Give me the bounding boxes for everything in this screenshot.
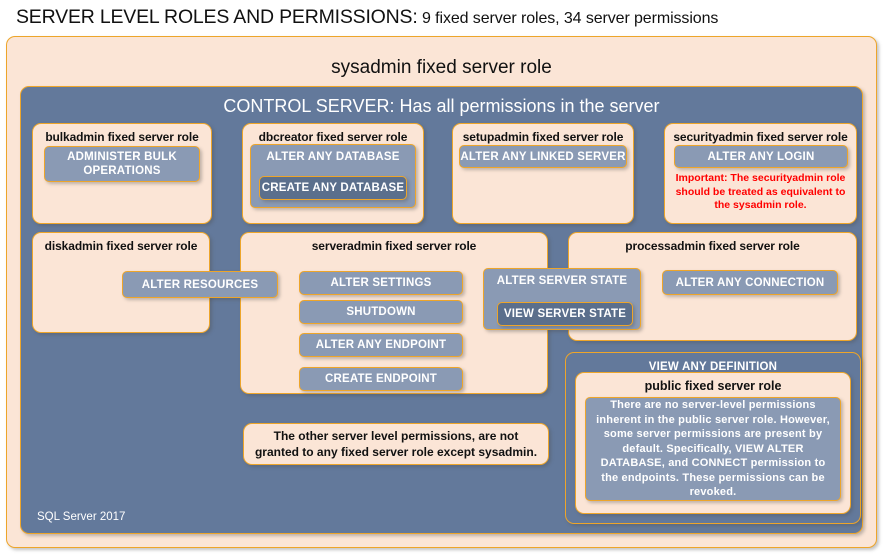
permission-alter-resources[interactable]: ALTER RESOURCES	[122, 271, 278, 298]
permission-administer-bulk-operations[interactable]: ADMINISTER BULK OPERATIONS	[44, 146, 200, 182]
securityadmin-warning-note: Important: The securityadmin role should…	[675, 172, 846, 211]
page-title: SERVER LEVEL ROLES AND PERMISSIONS: 9 fi…	[16, 6, 876, 34]
permission-create-any-database[interactable]: CREATE ANY DATABASE	[259, 176, 407, 200]
role-box-diskadmin: diskadmin fixed server role	[32, 232, 210, 333]
control-server-title: CONTROL SERVER: Has all permissions in t…	[223, 96, 660, 116]
role-title-setupadmin: setupadmin fixed server role	[462, 130, 624, 144]
permission-shutdown[interactable]: SHUTDOWN	[299, 300, 463, 324]
role-title-processadmin: processadmin fixed server role	[625, 239, 800, 253]
permission-view-server-state[interactable]: VIEW SERVER STATE	[497, 302, 633, 326]
role-title-diskadmin: diskadmin fixed server role	[44, 239, 198, 253]
view-any-definition-title: VIEW ANY DEFINITION	[648, 361, 778, 373]
permission-alter-any-linked-server[interactable]: ALTER ANY LINKED SERVER	[459, 145, 627, 168]
role-box-securityadmin: securityadmin fixed server role Importan…	[664, 123, 857, 224]
role-title-bulkadmin: bulkadmin fixed server role	[45, 130, 199, 144]
permission-alter-any-endpoint[interactable]: ALTER ANY ENDPOINT	[299, 333, 463, 357]
permission-create-endpoint[interactable]: CREATE ENDPOINT	[299, 367, 463, 391]
page-title-main: SERVER LEVEL ROLES AND PERMISSIONS:	[16, 6, 418, 28]
role-title-dbcreator: dbcreator fixed server role	[258, 130, 408, 144]
page-title-sub: 9 fixed server roles, 34 server permissi…	[422, 10, 719, 27]
permission-alter-server-state-label: ALTER SERVER STATE	[496, 275, 628, 287]
role-title-securityadmin: securityadmin fixed server role	[673, 130, 848, 144]
role-box-setupadmin: setupadmin fixed server role	[452, 123, 634, 224]
permission-alter-settings[interactable]: ALTER SETTINGS	[299, 271, 463, 295]
product-version-label: SQL Server 2017	[37, 511, 126, 523]
role-title-serveradmin: serveradmin fixed server role	[311, 239, 477, 253]
other-permissions-note: The other server level permissions, are …	[243, 423, 549, 465]
permission-alter-any-connection[interactable]: ALTER ANY CONNECTION	[662, 270, 838, 295]
permission-alter-any-database-label: ALTER ANY DATABASE	[266, 151, 400, 163]
role-title-public: public fixed server role	[644, 379, 782, 393]
public-role-description: There are no server-level permissions in…	[585, 397, 841, 501]
sysadmin-role-title: sysadmin fixed server role	[331, 57, 552, 78]
permission-alter-any-login[interactable]: ALTER ANY LOGIN	[674, 145, 848, 168]
